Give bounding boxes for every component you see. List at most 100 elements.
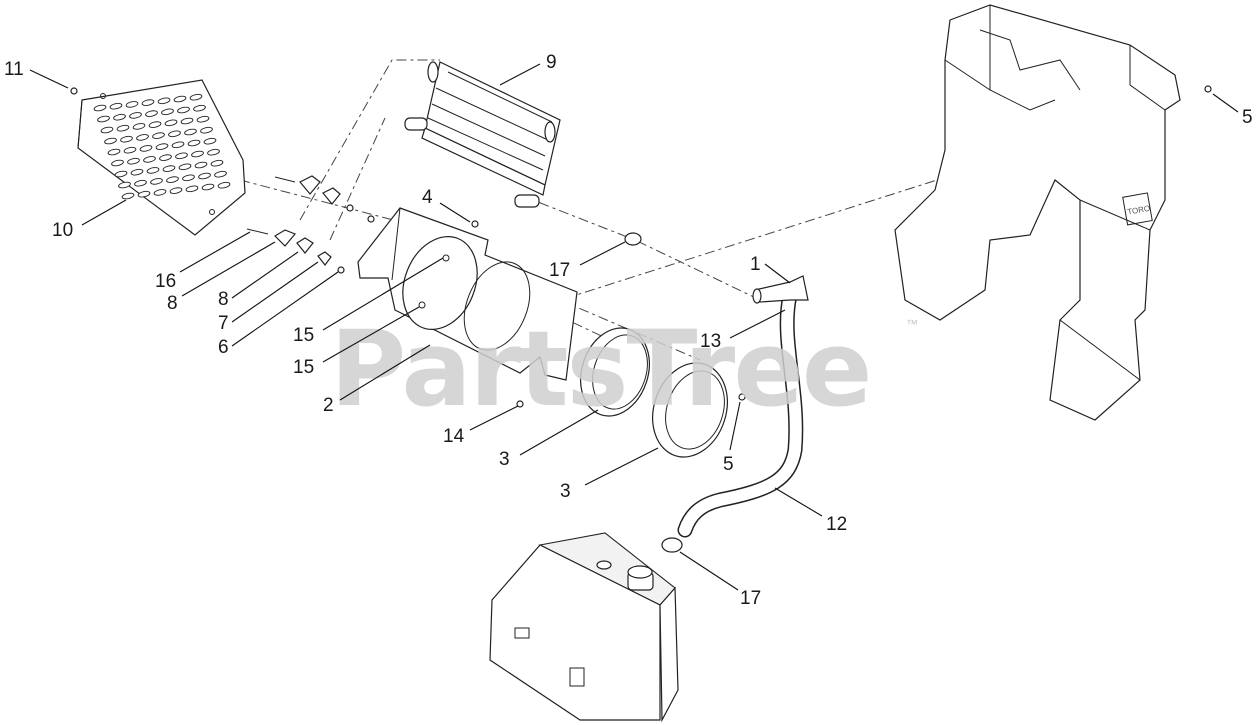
- grille-slot: [191, 150, 204, 158]
- callout-17-top: 17: [549, 260, 570, 281]
- grille-slot: [97, 115, 110, 123]
- callout-9: 9: [546, 52, 557, 73]
- grille-slot: [111, 159, 124, 167]
- callout-numbers: 11 9 5 10 4 16 8 8 7 6 17 1 13 15 15 2 1…: [4, 52, 1253, 609]
- callout-15-upper: 15: [293, 325, 314, 346]
- grille-slot: [113, 113, 126, 121]
- grille-slot: [185, 185, 199, 193]
- machine-frame: TORO: [894, 4, 1212, 421]
- grille-slot: [145, 110, 158, 117]
- leader-lines: [29, 63, 1239, 591]
- grille-slot: [171, 141, 185, 149]
- coolant-tank: [489, 532, 679, 723]
- grille-slot: [129, 112, 142, 119]
- grille-slot: [180, 117, 194, 125]
- grille-slot: [114, 170, 128, 178]
- grille-slot: [137, 190, 151, 198]
- grille-slot: [116, 124, 130, 132]
- grille-slot: [118, 181, 131, 189]
- grille-slot: [130, 168, 144, 176]
- callout-3-upper: 3: [499, 449, 510, 470]
- grille-slot: [100, 126, 114, 134]
- grille-slot: [153, 189, 167, 196]
- grille-slot: [175, 152, 188, 160]
- grille-slot: [146, 167, 160, 174]
- grille-slot: [169, 187, 183, 194]
- grille-slot: [159, 154, 172, 161]
- callout-16: 16: [155, 271, 176, 292]
- grille-slot: [157, 97, 171, 105]
- bracket-hardware: [246, 175, 375, 274]
- grille-slot: [189, 93, 203, 101]
- watermark-trademark: ™: [906, 317, 918, 331]
- callout-5-lower: 5: [723, 454, 734, 475]
- grille-slot: [136, 134, 149, 141]
- grille-slot: [121, 192, 135, 200]
- callout-11: 11: [4, 59, 24, 80]
- oil-cooler: [404, 61, 561, 208]
- grille-slot: [162, 165, 176, 172]
- grille-slot: [200, 126, 213, 134]
- grille-slot: [178, 163, 192, 171]
- callout-12: 12: [826, 514, 847, 535]
- grille-slot: [182, 174, 195, 182]
- grille-slot: [93, 104, 107, 112]
- callout-17-bottom: 17: [740, 588, 761, 609]
- callout-13: 13: [700, 331, 721, 352]
- grille-slot: [143, 156, 156, 163]
- grille-slot: [201, 183, 215, 191]
- callout-4: 4: [422, 187, 433, 208]
- grille-slot: [198, 172, 211, 180]
- callout-2: 2: [323, 395, 334, 416]
- callout-5-top: 5: [1242, 107, 1253, 128]
- grille-slot: [166, 176, 179, 183]
- grille-panel: [77, 79, 246, 236]
- watermark-text: PartsTree: [330, 308, 870, 430]
- grille-slot: [164, 119, 178, 127]
- grille-slot: [120, 135, 133, 143]
- callout-1: 1: [750, 254, 761, 275]
- grille-slot: [141, 99, 155, 106]
- grille-slot: [203, 137, 217, 145]
- fasteners: [70, 87, 78, 95]
- coolant-hose: [624, 232, 809, 553]
- frame-decal-text: TORO: [1127, 204, 1151, 217]
- fan-shroud: [357, 207, 578, 381]
- grille-slot: [109, 102, 123, 110]
- callout-14: 14: [443, 426, 465, 447]
- grille-slot: [193, 104, 206, 112]
- grille-slot: [177, 106, 190, 114]
- grille-slot: [132, 123, 146, 130]
- callout-3-lower: 3: [560, 481, 571, 502]
- partstree-watermark: PartsTree ™: [330, 308, 918, 430]
- grille-slot: [123, 146, 137, 154]
- grille-slot: [107, 148, 121, 156]
- grille-slot: [127, 157, 140, 165]
- grille-slot: [161, 108, 174, 116]
- grille-slot: [196, 115, 210, 123]
- fan-rings: [471, 220, 746, 458]
- callout-8-right: 8: [218, 289, 229, 310]
- grille-slot: [148, 121, 162, 128]
- callout-6: 6: [218, 337, 229, 358]
- grille-slot: [217, 181, 231, 189]
- grille-slot: [207, 148, 220, 156]
- grille-slot: [184, 128, 197, 136]
- callout-7: 7: [218, 313, 229, 334]
- grille-slot: [139, 145, 153, 152]
- grille-slot: [168, 130, 181, 138]
- grille-slot: [125, 101, 139, 108]
- grille-slot: [104, 137, 117, 145]
- grille-slot: [187, 139, 201, 147]
- grille-slot: [173, 95, 187, 103]
- grille-slot: [152, 132, 165, 139]
- grille-slot: [210, 159, 224, 167]
- grille-slot: [150, 178, 163, 185]
- grille-slot: [134, 179, 147, 187]
- callout-10: 10: [52, 220, 73, 241]
- grille-slot: [214, 170, 227, 178]
- grille-slot: [155, 143, 169, 150]
- callout-15-lower: 15: [293, 357, 314, 378]
- grille-slot: [194, 161, 208, 169]
